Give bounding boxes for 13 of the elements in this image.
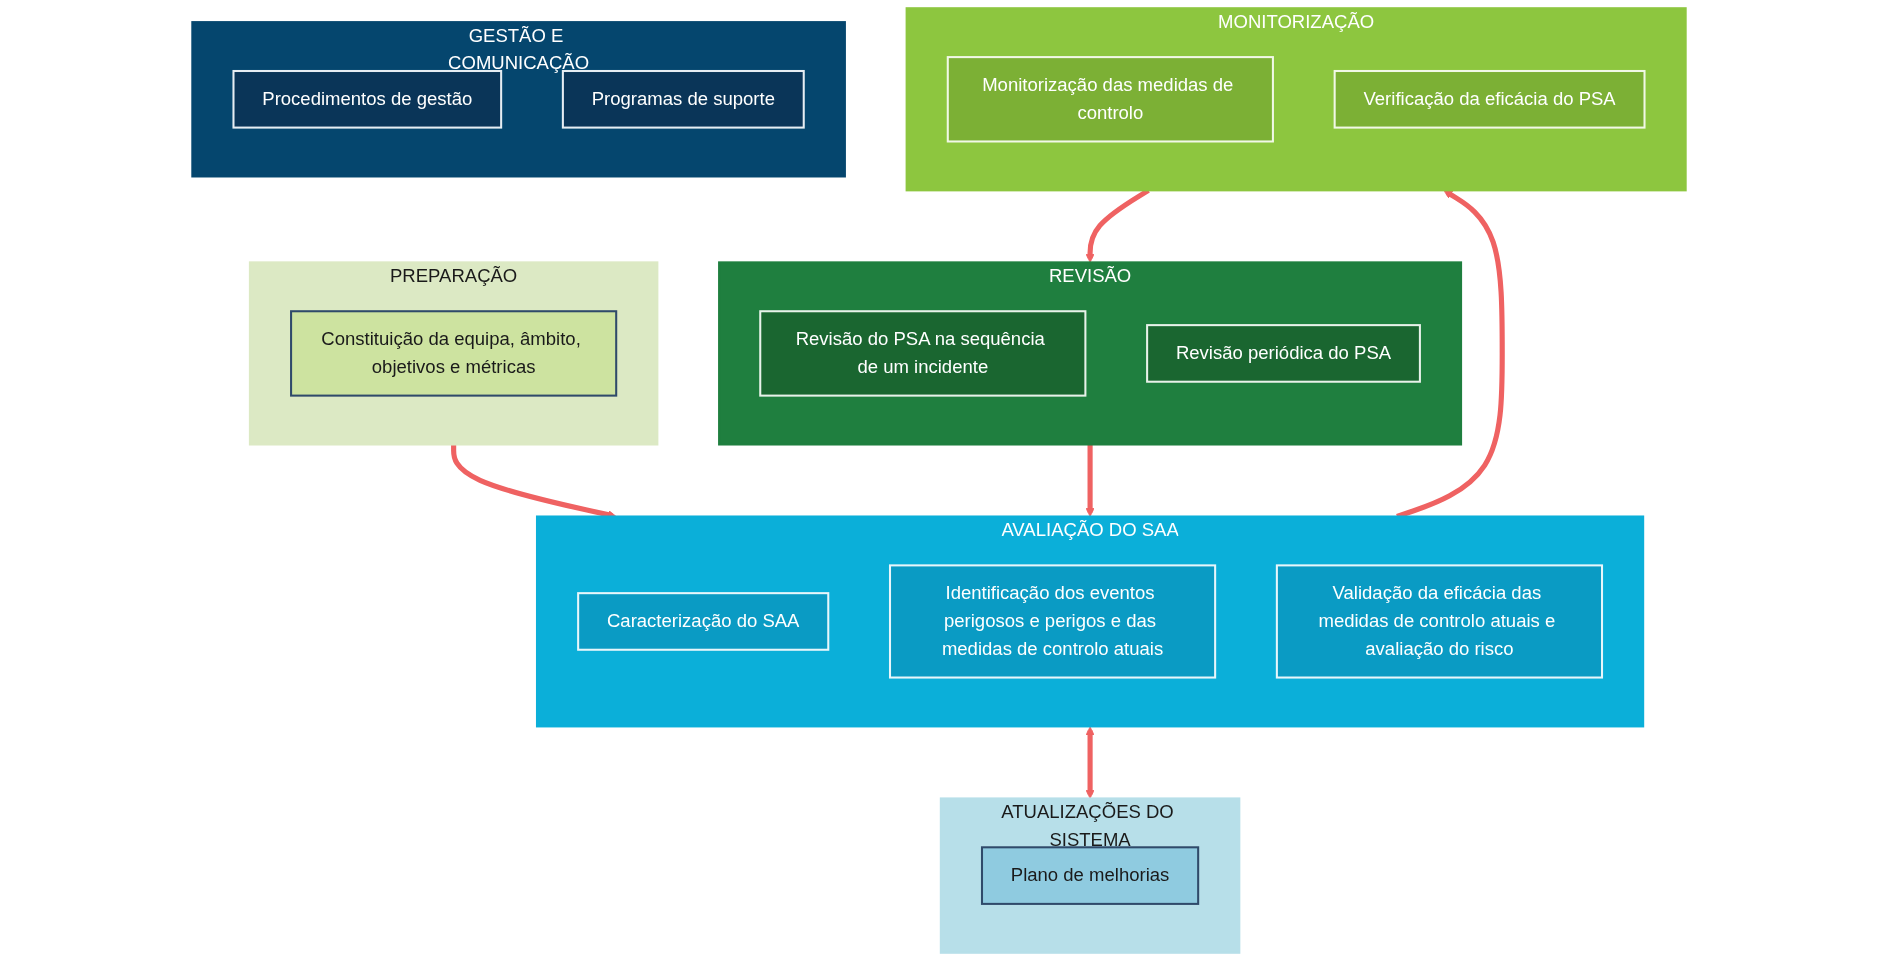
node-box: Revisão periódica do PSA: [1146, 324, 1421, 383]
node-box: Programas de suporte: [561, 69, 805, 129]
node-box: Validação da eficácia das medidas de controlo atuais e avaliação do risco: [1275, 564, 1604, 679]
node-box: Caracterização do SAA: [577, 592, 830, 651]
node-box: Identificação dos eventos perigosos e perigos e das medidas de controlo atuais: [889, 564, 1217, 679]
node-box: Procedimentos de gestão: [232, 69, 503, 129]
node-box: Constituição da equipa, âmbito, objetivos e métricas: [290, 310, 618, 397]
node-box: Verificação da eficácia do PSA: [1333, 69, 1646, 129]
node-box: Plano de melhorias: [980, 846, 1200, 905]
node-box: Revisão do PSA na sequência de um incidente: [759, 310, 1087, 397]
node-box: Monitorização das medidas de controlo: [946, 56, 1274, 143]
arrow: [1085, 444, 1095, 517]
arrow: [1085, 726, 1095, 799]
